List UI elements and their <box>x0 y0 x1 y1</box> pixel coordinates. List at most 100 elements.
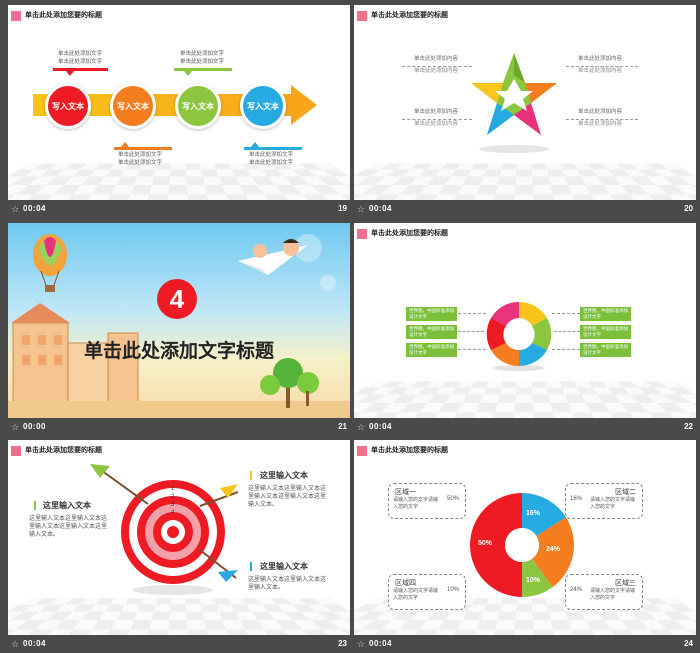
step-circle-2: 写入文本 <box>110 83 156 129</box>
slide-thumbnail-20[interactable]: 单击此处添加您要的标题 单击此处添加内容 单击此处添加内容 单击此处添加内容 单… <box>354 5 696 218</box>
note: 单击此处添加文字 <box>118 152 162 159</box>
slide-canvas: 单击此处添加您要的标题 世界图，中国标准添加设计文字 世界图，中国标准添加设计文… <box>354 223 696 418</box>
bottom-right-heading: 这里输入文本 <box>260 561 308 572</box>
region-name: 区域三 <box>615 578 636 588</box>
slide-title: 单击此处添加您要的标题 <box>25 10 102 20</box>
slide-title: 单击此处添加您要的标题 <box>371 228 448 238</box>
text-accent-bar <box>250 471 252 480</box>
note: 单击此处添加文字 <box>58 51 102 58</box>
slide-number: 20 <box>684 204 693 213</box>
bottom-right-body: 这里输入文本这里输入文本这里输入文本。 <box>248 576 330 592</box>
target-graphic <box>88 462 238 602</box>
slide-canvas: 单击此处添加您要的标题 这里输入文本 这里输入文本这里输入文本这里输入文本这里输… <box>8 440 350 635</box>
transition-icon[interactable]: ☆ <box>11 422 19 433</box>
section-badge: 4 <box>157 279 197 319</box>
slide-title: 单击此处添加您要的标题 <box>371 10 448 20</box>
slide-number: 21 <box>338 422 347 431</box>
note-underline-orange <box>114 147 172 150</box>
slide-footer: ☆ 00:04 23 <box>8 635 350 653</box>
title-marker <box>357 446 367 456</box>
text-box-left-2: 世界图，中国标准添加设计文字 <box>406 325 457 339</box>
target-number-1: 1 <box>171 486 174 492</box>
target-number-4: 4 <box>171 510 174 516</box>
text-box-right-1: 世界图，中国标准添加设计文字 <box>580 307 631 321</box>
slide-title: 单击此处添加您要的标题 <box>25 445 102 455</box>
note: 单击此处添加文字 <box>180 51 224 58</box>
slide-thumbnail-23[interactable]: 单击此处添加您要的标题 这里输入文本 这里输入文本这里输入文本这里输入文本这里输… <box>8 440 350 653</box>
region-callout-4: 区域四 请输入您的文字请输入您的文字 10% <box>388 574 466 610</box>
note: 单击此处添加内容 <box>578 121 622 128</box>
slide-footer: ☆ 00:00 21 <box>8 418 350 436</box>
region-name: 区域一 <box>395 487 416 497</box>
cartoon-background-art <box>8 223 350 418</box>
note-underline-green <box>174 68 232 71</box>
chart-label-1: 50% <box>478 540 492 547</box>
chart-label-2: 16% <box>526 510 540 517</box>
text-box-right-2: 世界图，中国标准添加设计文字 <box>580 325 631 339</box>
slide-number: 19 <box>338 204 347 213</box>
transition-icon[interactable]: ☆ <box>357 639 365 650</box>
target-number-3: 3 <box>171 502 174 508</box>
step-circle-1: 写入文本 <box>45 83 91 129</box>
pointer-red <box>66 71 74 76</box>
note-underline-red <box>53 68 108 71</box>
region-text: 请输入您的文字请输入您的文字 <box>393 497 441 511</box>
text-box-left-3: 世界图，中国标准添加设计文字 <box>406 343 457 357</box>
target-number-2: 2 <box>171 494 174 500</box>
slide-canvas: 单击此处添加您要的标题 单击此处添加内容 单击此处添加内容 单击此处添加内容 单… <box>354 5 696 200</box>
region-name: 区域四 <box>395 578 416 588</box>
chart-label-3: 24% <box>546 546 560 553</box>
text-accent-bar <box>34 501 36 510</box>
star-graphic <box>459 45 569 155</box>
donut-hole <box>505 528 539 562</box>
note: 单击此处添加内容 <box>578 68 622 75</box>
region-text: 请输入您的文字请输入您的文字 <box>590 588 638 602</box>
slide-number: 23 <box>338 639 347 648</box>
slide-title: 单击此处添加您要的标题 <box>371 445 448 455</box>
title-marker <box>11 11 21 21</box>
slide-number: 22 <box>684 422 693 431</box>
title-marker <box>357 229 367 239</box>
slide-canvas: 4 单击此处添加文字标题 <box>8 223 350 418</box>
note: 单击此处添加文字 <box>249 160 293 167</box>
region-pct: 10% <box>447 587 459 593</box>
slide-footer: ☆ 00:04 19 <box>8 200 350 218</box>
transition-icon[interactable]: ☆ <box>11 639 19 650</box>
note: 单击此处添加内容 <box>414 56 458 63</box>
title-marker <box>357 11 367 21</box>
slide-thumbnail-24[interactable]: 单击此处添加您要的标题 区域一 请输入您的文字请输入您的文字 50% 区域二 请… <box>354 440 696 653</box>
step-circle-3: 写入文本 <box>175 83 221 129</box>
transition-icon[interactable]: ☆ <box>11 204 19 215</box>
note: 单击此处添加内容 <box>578 56 622 63</box>
slide-footer: ☆ 00:04 22 <box>354 418 696 436</box>
slide-thumbnail-21[interactable]: 4 单击此处添加文字标题 ☆ 00:00 21 <box>8 223 350 436</box>
section-title: 单击此处添加文字标题 <box>8 336 350 363</box>
text-accent-bar <box>250 562 252 571</box>
title-marker <box>11 446 21 456</box>
region-text: 请输入您的文字请输入您的文字 <box>393 588 441 602</box>
slide-canvas: 单击此处添加您要的标题 区域一 请输入您的文字请输入您的文字 50% 区域二 请… <box>354 440 696 635</box>
chart-label-4: 10% <box>526 577 540 584</box>
note: 单击此处添加文字 <box>58 59 102 66</box>
slide-thumbnail-19[interactable]: 单击此处添加您要的标题 单击此处添加文字 单击此处添加文字 单击此处添加文字 单… <box>8 5 350 218</box>
left-heading: 这里输入文本 <box>43 500 91 511</box>
note: 单击此处添加文字 <box>180 59 224 66</box>
slide-timing: 00:04 <box>369 639 392 648</box>
slide-footer: ☆ 00:04 20 <box>354 200 696 218</box>
note: 单击此处添加内容 <box>414 68 458 75</box>
region-text: 请输入您的文字请输入您的文字 <box>590 497 638 511</box>
text-box-right-3: 世界图，中国标准添加设计文字 <box>580 343 631 357</box>
note: 单击此处添加内容 <box>414 121 458 128</box>
slide-timing: 00:04 <box>369 204 392 213</box>
slide-timing: 00:04 <box>369 422 392 431</box>
slide-thumbnail-22[interactable]: 单击此处添加您要的标题 世界图，中国标准添加设计文字 世界图，中国标准添加设计文… <box>354 223 696 436</box>
slide-canvas: 单击此处添加您要的标题 单击此处添加文字 单击此处添加文字 单击此处添加文字 单… <box>8 5 350 200</box>
slide-footer: ☆ 00:04 24 <box>354 635 696 653</box>
arrow-head <box>291 85 317 125</box>
step-circle-4: 写入文本 <box>240 83 286 129</box>
slide-number: 24 <box>684 639 693 648</box>
transition-icon[interactable]: ☆ <box>357 422 365 433</box>
slide-timing: 00:04 <box>23 204 46 213</box>
slide-timing: 00:00 <box>23 422 46 431</box>
transition-icon[interactable]: ☆ <box>357 204 365 215</box>
